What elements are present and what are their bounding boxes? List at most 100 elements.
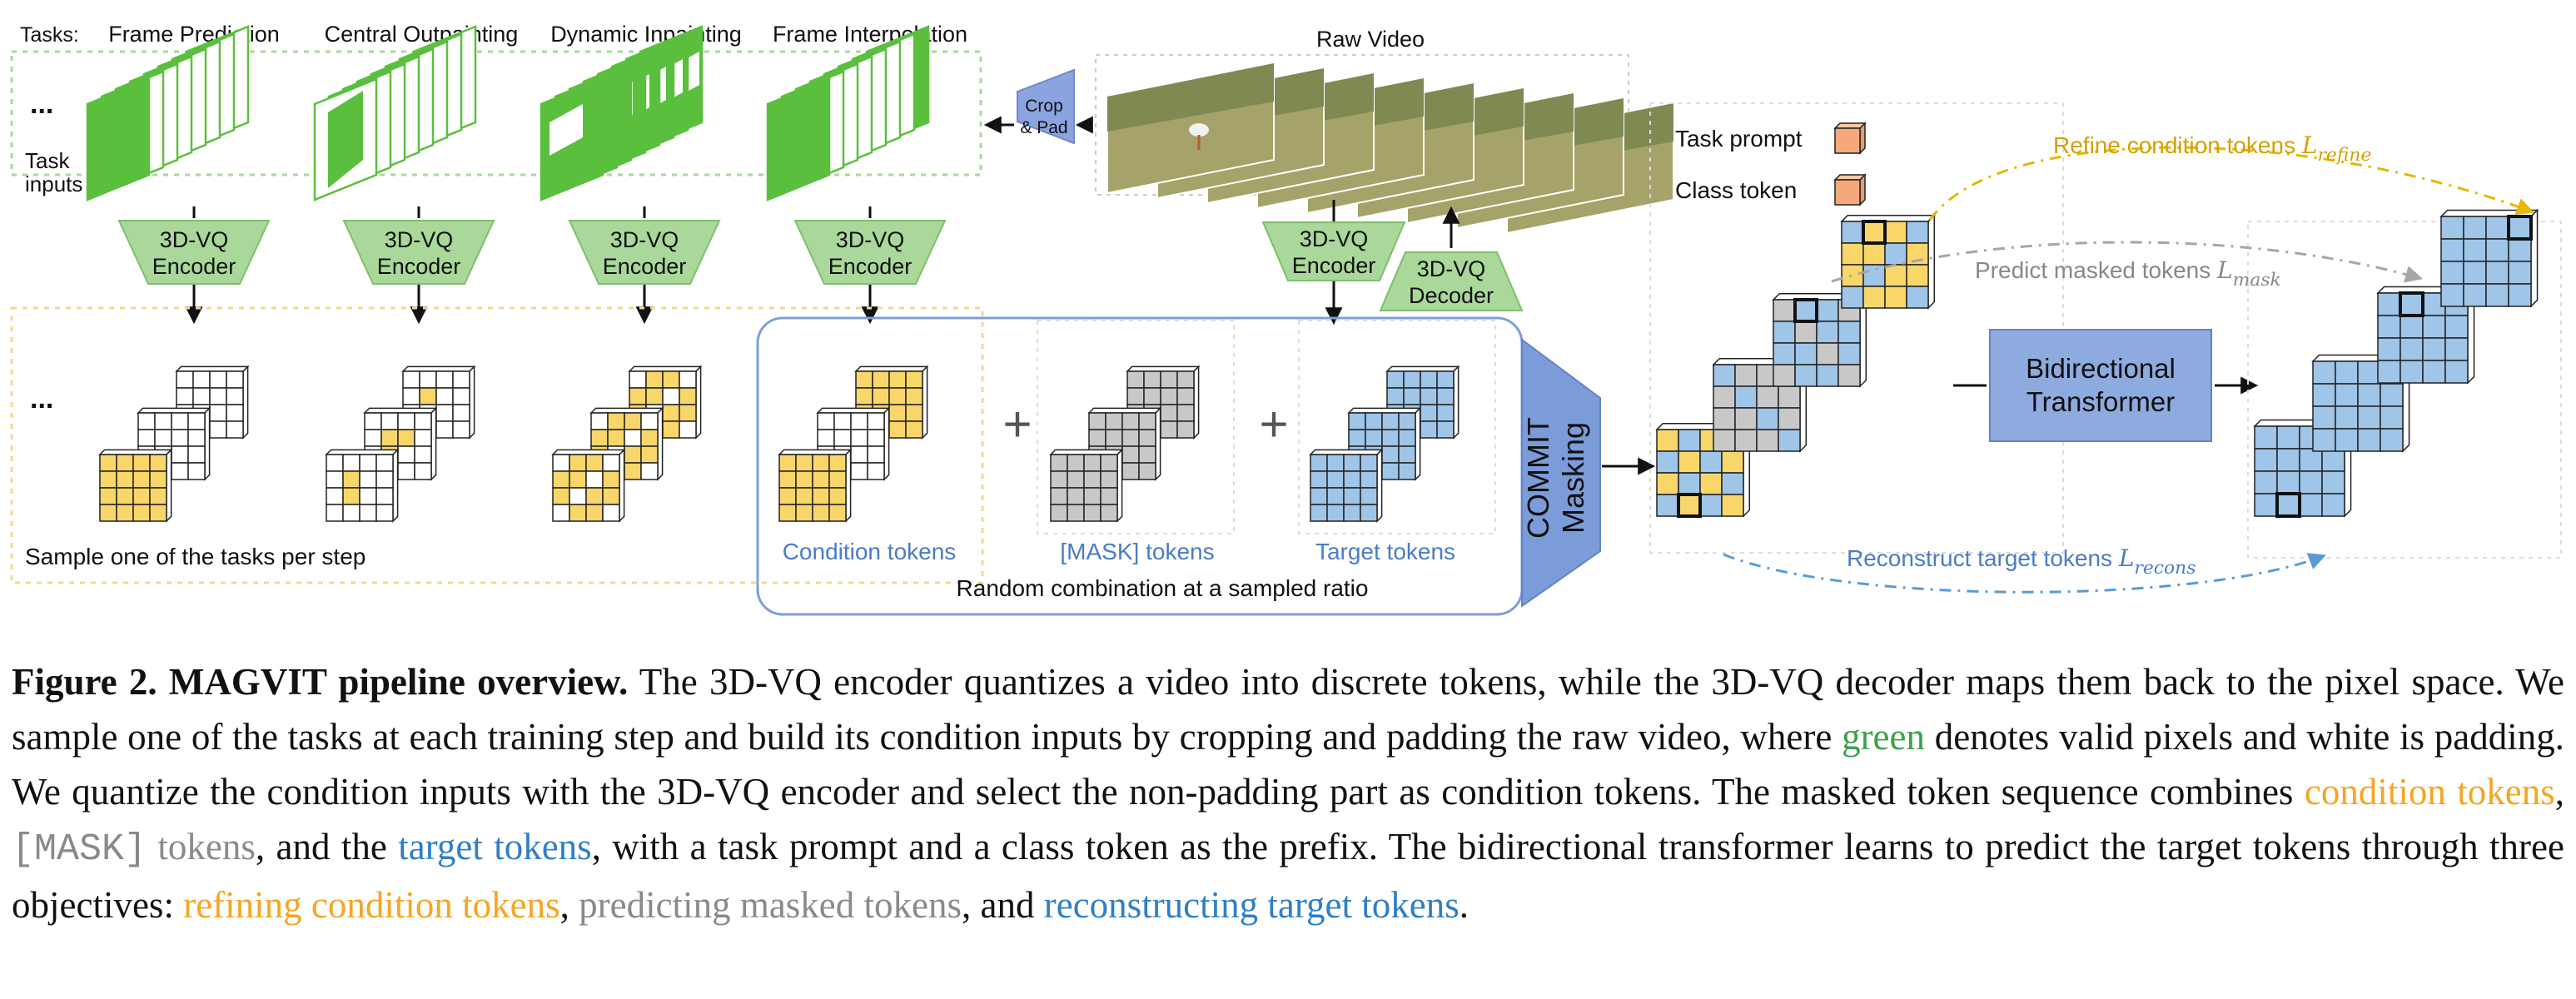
token-cell [2508,283,2532,307]
token-cell [867,429,885,447]
video-frame-sky [1107,63,1274,132]
cube-top [98,449,173,455]
token-cell [2312,405,2336,430]
token-cell [607,429,625,447]
token-cell [2312,383,2336,407]
token-stack-target [1385,365,1460,440]
token-cell [2399,292,2424,316]
cube-top [778,449,853,455]
token-cell [1756,385,1779,409]
token-cell [828,504,847,522]
token-cell [1794,364,1818,387]
token-cell [812,454,830,472]
token-cell [867,412,885,430]
token-cell [2357,428,2381,452]
masking-text: Masking [1556,422,1590,534]
token-cell [1138,445,1156,464]
token-cell [1121,462,1140,480]
token-cell [2399,360,2424,384]
figure-caption: Figure 2. MAGVIT pipeline overview. The … [12,654,2564,932]
token-cell [778,487,797,505]
token-cell [1365,412,1383,430]
token-cell [1100,504,1118,522]
token-cell [1884,242,1907,266]
token-cell [2399,337,2424,361]
token-cell [1348,429,1366,447]
token-cell [2357,405,2381,430]
token-highlight [2507,215,2533,241]
token-cell [209,370,227,389]
caption-condition-tokens: condition tokens [2304,771,2555,813]
caption-mask-tokens: tokens [147,826,256,867]
token-cell [828,454,847,472]
token-cell [1310,487,1328,505]
token-cell [2463,216,2487,240]
token-cell [817,429,835,447]
token-cell [2444,337,2469,361]
token-cell [1121,429,1140,447]
token-cell [2335,428,2359,452]
token-cell [435,420,454,439]
token-cell [2276,425,2300,450]
token-cell [1343,470,1361,489]
token-cell [1699,494,1723,517]
token-cell [1176,387,1195,405]
token-cell [1816,299,1839,322]
token-cell [2380,405,2404,430]
token-cell [1343,487,1361,505]
token-cell [1773,299,1796,322]
token-cell [888,420,907,439]
token-cell [2299,470,2323,495]
token-cell [1862,264,1886,287]
reconstruct-label: Reconstruct target tokens Lrecons [1847,544,2196,579]
sample-label: Sample one of the tasks per step [25,544,366,569]
cube-top [628,365,703,372]
token-cell [569,454,587,472]
token-cell [778,504,797,522]
token-cell [132,487,151,505]
token-cell [1678,450,1701,474]
token-cell [414,412,432,430]
cube-top [1347,407,1422,414]
trapezoid-label: 3D-VQ [1300,226,1369,251]
token-cell [1050,454,1068,472]
token-cell [585,470,604,489]
token-cell [1906,221,1929,244]
token-cell [132,470,151,489]
trapezoid-label: Encoder [828,254,913,279]
token-cell [1067,504,1085,522]
predict-arrow [1831,241,2424,283]
token-cell [1100,487,1118,505]
token-cell [1138,412,1156,430]
token-cell [812,470,830,489]
token-cell [1381,462,1400,480]
token-cell [1756,429,1779,452]
token-cell [1138,462,1156,480]
token-cell [1816,342,1839,365]
commit-text: COMMIT [1521,417,1555,539]
token-cell [855,387,873,405]
token-cell [795,504,813,522]
cube-top [137,407,211,414]
caption-text-2: denotes valid pixels and white is paddin… [12,716,2564,813]
token-cell [171,429,189,447]
token-stack-condition [778,448,853,523]
token-cell [2377,360,2401,384]
token-cell [2422,337,2446,361]
token-cell [850,412,868,430]
token-cell [1326,504,1345,522]
refine-label: Refine condition tokens Lrefine [2053,132,2371,166]
caption-figure-number: Figure 2. [12,661,157,703]
prefix-side [1859,173,1866,206]
token-cell [1105,412,1123,430]
token-cell [1176,370,1195,389]
token-cell [1121,445,1140,464]
token-cell [1381,412,1400,430]
token-cell [187,462,206,480]
token-cell [2399,315,2424,339]
plus-sign: + [1002,396,1032,452]
token-cell [132,504,151,522]
token-cell [176,370,194,389]
